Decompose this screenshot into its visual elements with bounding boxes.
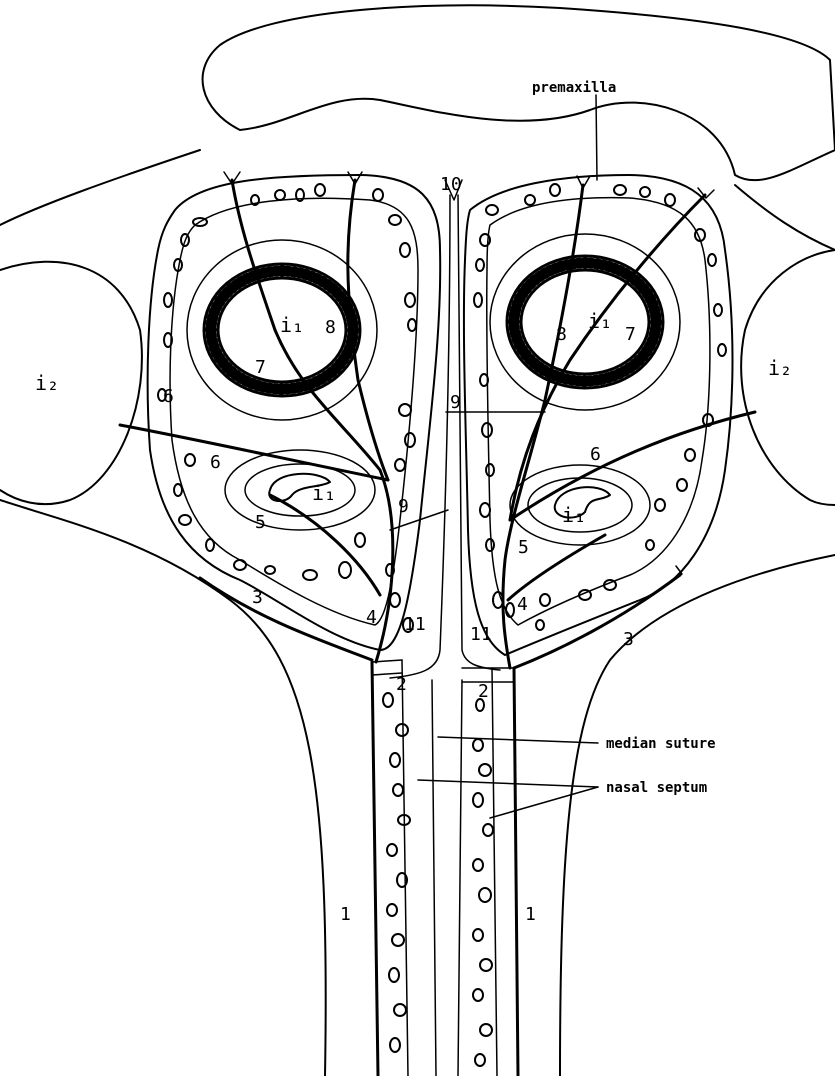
septum-left-outer xyxy=(372,662,378,1076)
septum-cap-right xyxy=(462,668,514,682)
right-lateral-contour xyxy=(735,185,835,250)
vessel-left-3 xyxy=(200,578,372,660)
part-labels: 10 i₁ 8 7 i₁ 8 7 i₂ i₂ 6 6 9 6 i₁ 9 i₁ 5… xyxy=(35,174,792,925)
label-7-left: 7 xyxy=(255,357,266,378)
label-3-right: 3 xyxy=(623,629,634,650)
septum-left-wall xyxy=(432,680,436,1076)
premaxilla-outline xyxy=(203,5,835,180)
label-4-left: 4 xyxy=(366,607,377,628)
left-capsule-outer xyxy=(148,175,441,650)
nasal-septum-annotation: nasal septum xyxy=(606,780,707,796)
median-suture-annotation: median suture xyxy=(606,736,716,752)
label-i1-left: i₁ xyxy=(280,313,304,337)
left-i2-lobe xyxy=(0,262,142,504)
label-8-left: 8 xyxy=(325,317,336,338)
label-6-left-b: 6 xyxy=(210,452,221,473)
label-6-right: 6 xyxy=(590,444,601,465)
right-i1-dentin-outer xyxy=(507,256,663,388)
label-i2-left: i₂ xyxy=(35,371,59,395)
label-11-left: 11 xyxy=(404,614,426,635)
label-5-right: 5 xyxy=(518,537,529,558)
label-9-right-upper: 9 xyxy=(450,392,461,413)
left-lateral-contour xyxy=(0,150,200,225)
left-neck-contour xyxy=(0,500,326,1076)
label-10: 10 xyxy=(440,174,462,195)
right-neck-contour xyxy=(560,555,835,1076)
premaxilla-leader xyxy=(596,95,597,180)
label-1-left: 1 xyxy=(340,904,351,925)
label-i1-bud-right: i₁ xyxy=(562,503,586,527)
label-i1-bud-left: i₁ xyxy=(312,481,336,505)
label-7-right: 7 xyxy=(625,324,636,345)
nasal-septum-leader-2 xyxy=(490,787,598,818)
right-i1-dentin-hatch xyxy=(514,263,656,381)
label-2-left: 2 xyxy=(396,674,407,695)
label-1-right: 1 xyxy=(525,904,536,925)
bone-islands xyxy=(158,184,726,1066)
label-11-right: 11 xyxy=(470,624,492,645)
septum-right-outer xyxy=(514,668,518,1076)
label-9-left: 9 xyxy=(398,496,409,517)
right-i1-dentin-inner xyxy=(521,270,649,374)
label-8-right: 8 xyxy=(556,324,567,345)
label-3-left: 3 xyxy=(252,587,263,608)
septum-right-inner xyxy=(492,668,497,1076)
label-i1-right: i₁ xyxy=(588,309,612,333)
label-6-left-a: 6 xyxy=(163,386,174,407)
label-2-right: 2 xyxy=(478,681,489,702)
premaxilla-annotation: premaxilla xyxy=(532,80,616,96)
label-4-right: 4 xyxy=(517,594,528,615)
septum-right-wall xyxy=(458,680,462,1076)
label-5-left: 5 xyxy=(255,512,266,533)
nasal-septum-leader-1 xyxy=(418,780,598,787)
label-i2-right: i₂ xyxy=(768,356,792,380)
